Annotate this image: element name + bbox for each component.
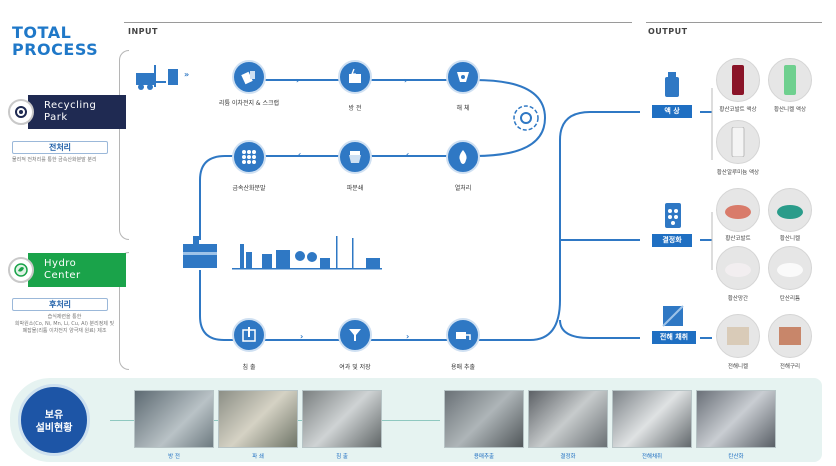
facility-photo: [134, 390, 214, 448]
hydro-center-badge: Hydro Center: [8, 253, 126, 287]
node-label-extract: 용매 추출: [451, 364, 475, 371]
bottle-icon: [664, 72, 680, 102]
chevron-right-icon: ›: [296, 76, 300, 85]
recycling-park-label: Recycling Park: [28, 95, 126, 129]
battery-scrap-icon: [232, 60, 266, 94]
page-title: TOTAL PROCESS: [12, 23, 99, 59]
cycle-gear-icon: [512, 104, 540, 136]
crystal-jar-icon: [664, 203, 682, 233]
facility-caption: 침 출: [336, 454, 348, 460]
preprocess-pill: 전처리: [12, 141, 108, 154]
product-image: [716, 188, 760, 232]
chevron-right-icon: ›: [404, 76, 408, 85]
product-label: 황산알루미늄 액상: [716, 170, 760, 176]
tank-icon: [181, 234, 219, 274]
output-tag-electro: 전해 채취: [652, 331, 696, 344]
double-chevron-icon: »: [184, 70, 190, 79]
node-label-discharge: 방 전: [348, 105, 362, 112]
facility-caption: 용매추출: [473, 454, 495, 460]
product-image: [716, 58, 760, 102]
postprocess-desc: 습식제련을 통한 희박원소(Co, Ni, Mn, Li, Cu, Al) 분리…: [14, 314, 115, 334]
facility-caption: 결정화: [560, 454, 576, 460]
facility-photo: [218, 390, 298, 448]
node-label-crush: 파분쇄: [346, 185, 364, 192]
node-label-dismantle: 해 체: [456, 105, 470, 112]
preprocess-desc: 물리적 전처리를 통한 금속산화분말 분리: [12, 157, 97, 163]
forklift-icon: [134, 63, 182, 95]
product-label: 황산코발트 액상: [719, 107, 757, 113]
dismantle-icon: [446, 60, 480, 94]
node-label-leach: 침 출: [242, 364, 256, 371]
product-label: 황산망간: [727, 296, 749, 302]
hydro-center-label: Hydro Center: [28, 253, 126, 287]
node-label-heat: 열처리: [454, 185, 472, 192]
facility-caption: 탄산화: [728, 454, 744, 460]
chevron-left-icon: ‹: [298, 150, 302, 159]
facility-photo: [444, 390, 524, 448]
product-image: [716, 120, 760, 164]
product-image: [768, 246, 812, 290]
facility-photo: [302, 390, 382, 448]
extract-icon: [446, 318, 480, 352]
electro-plate-icon: [662, 305, 684, 331]
product-image: [768, 314, 812, 358]
product-label: 전해니켈: [727, 364, 749, 370]
facility-caption: 파 쇄: [252, 454, 264, 460]
facility-caption: 전해채취: [641, 454, 663, 460]
facility-caption: 방 전: [168, 454, 180, 460]
product-label: 황산니켈: [779, 236, 801, 242]
output-divider: [646, 22, 822, 23]
powder-dots-icon: [232, 140, 266, 174]
crusher-icon: [338, 140, 372, 174]
product-image: [768, 188, 812, 232]
product-label: 탄산리튬: [779, 296, 801, 302]
facility-photo: [612, 390, 692, 448]
leach-tank-icon: [232, 318, 266, 352]
output-label: OUTPUT: [648, 27, 688, 36]
facility-photo: [696, 390, 776, 448]
product-image: [716, 246, 760, 290]
heat-flame-icon: [446, 140, 480, 174]
product-image: [716, 314, 760, 358]
chevron-right-icon: ›: [406, 332, 410, 341]
output-tag-liquid: 액 상: [652, 105, 692, 118]
output-tag-crystal: 결정화: [652, 234, 692, 247]
node-label-filter: 여과 및 저장: [339, 364, 371, 371]
product-label: 황산니켈 액상: [773, 107, 807, 113]
facilities-badge: 보유 설비현황: [18, 384, 90, 456]
discharge-icon: [338, 60, 372, 94]
input-divider: [124, 22, 632, 23]
input-label: INPUT: [128, 27, 158, 36]
leaf-globe-icon: [8, 257, 34, 283]
gear-recycle-icon: [8, 99, 34, 125]
product-image: [768, 58, 812, 102]
product-label: 전해구리: [779, 364, 801, 370]
recycling-park-badge: Recycling Park: [8, 95, 126, 129]
filter-icon: [338, 318, 372, 352]
facility-photo: [528, 390, 608, 448]
product-label: 황산코발트: [725, 236, 751, 242]
postprocess-pill: 후처리: [12, 298, 108, 311]
node-label-powder: 금속산화분말: [232, 185, 266, 192]
node-label-scrap: 리튬 이차전지 & 스크랩: [218, 100, 280, 107]
chevron-left-icon: ‹: [406, 150, 410, 159]
chevron-right-icon: ›: [300, 332, 304, 341]
